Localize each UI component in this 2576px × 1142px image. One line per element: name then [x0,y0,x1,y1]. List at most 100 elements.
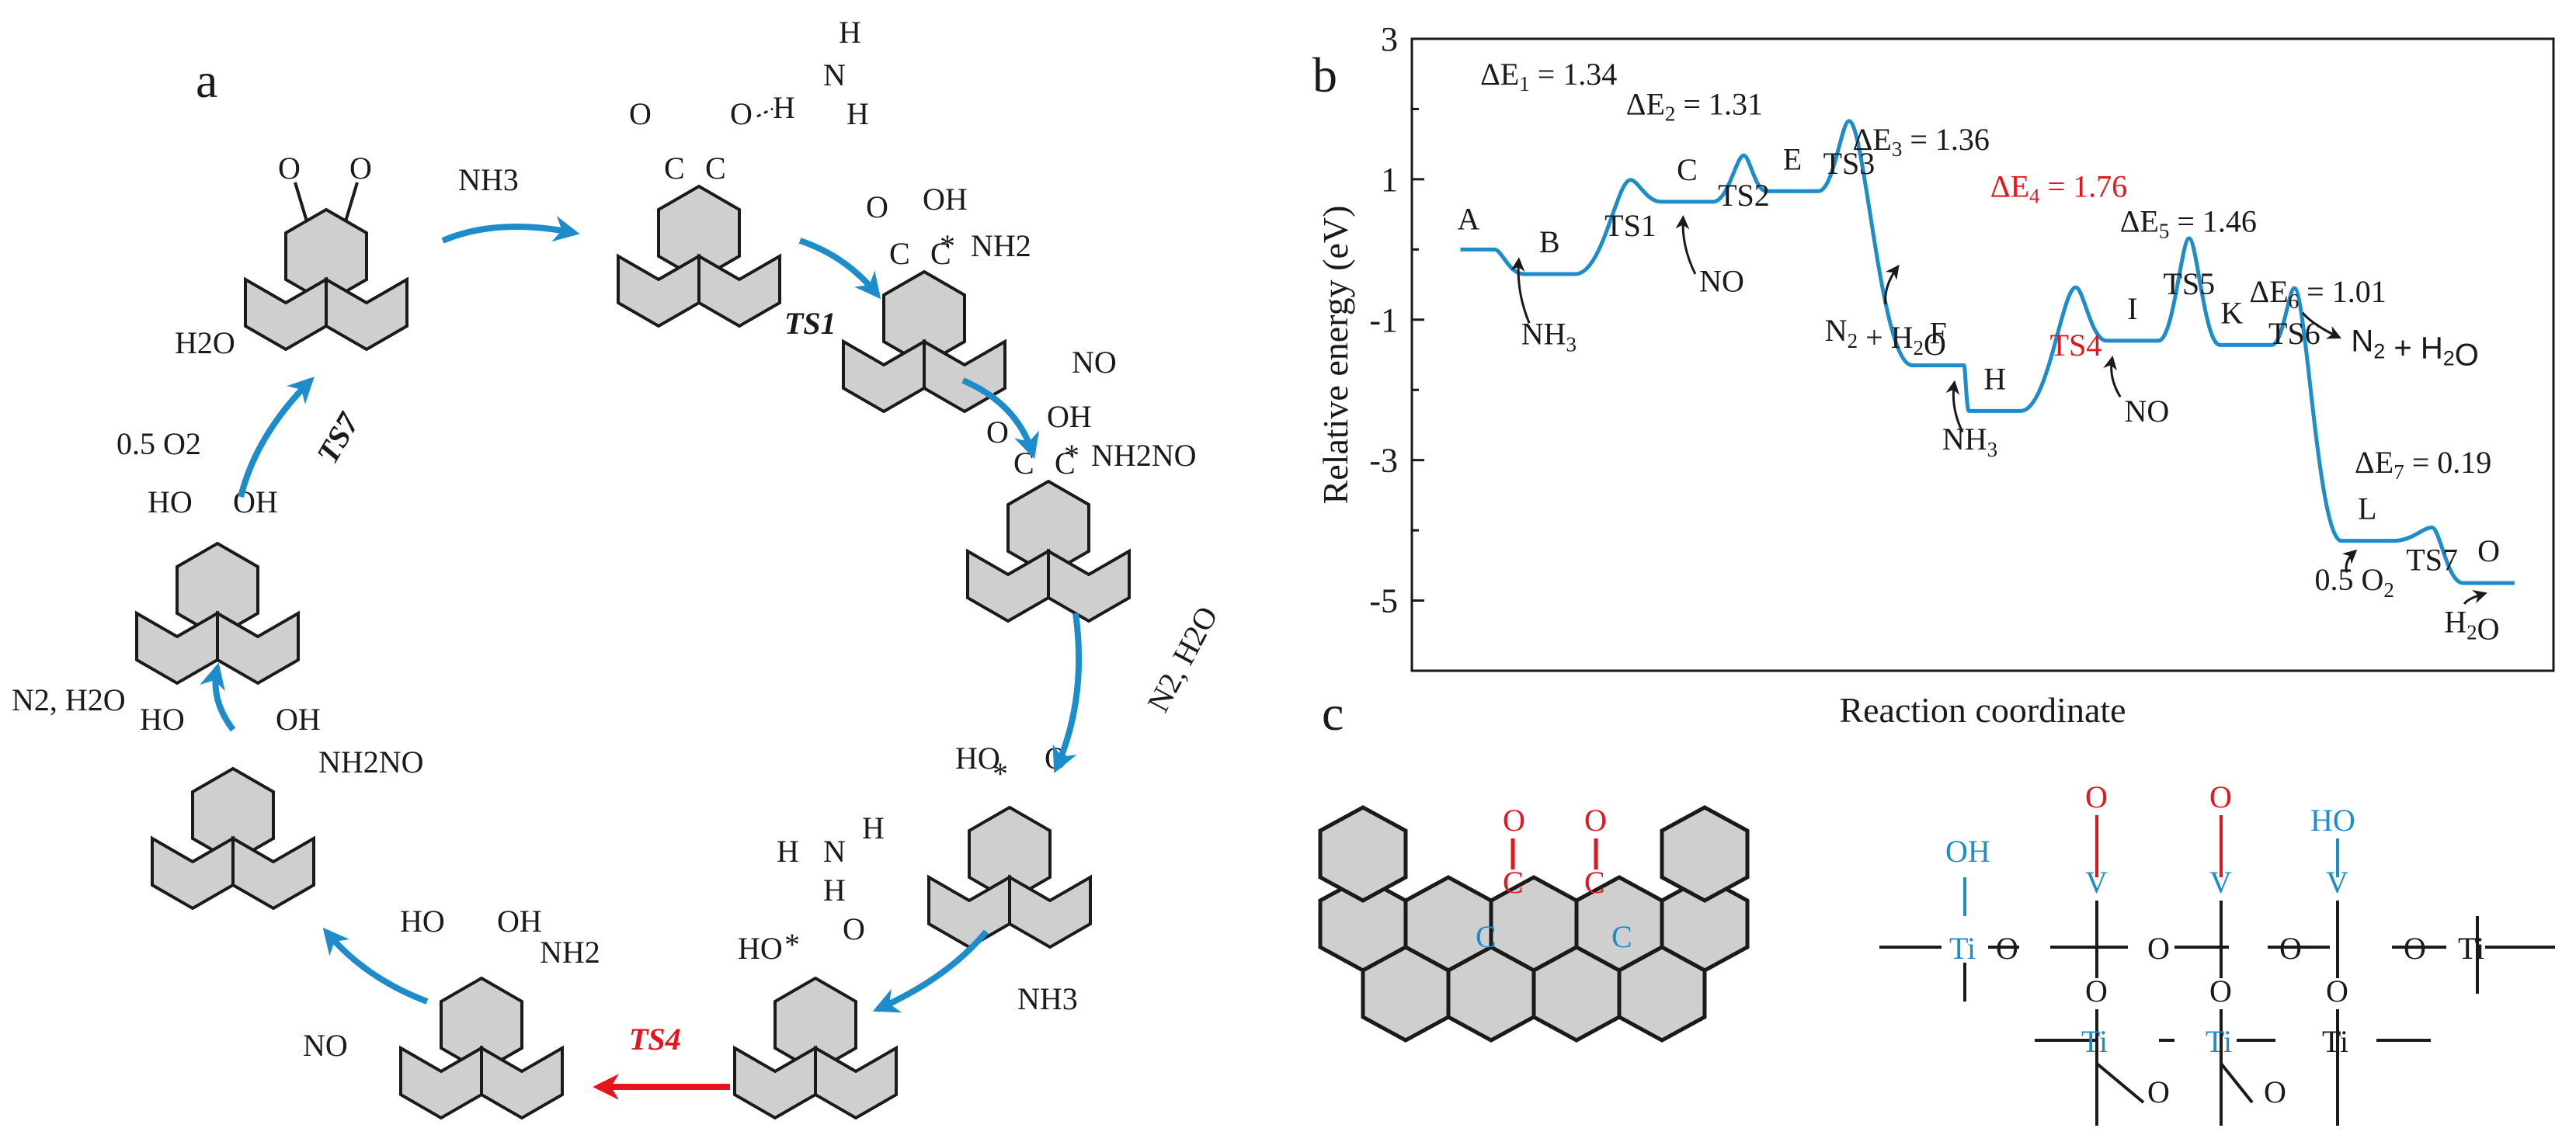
state-label: K [2220,295,2243,330]
atom-c-1: C [889,236,910,271]
barrier-annotation: ΔE7 = 0.19 [2355,445,2491,484]
label-n2h2o-left: N2, H2O [12,682,126,717]
species-label: N2 + H2O [1825,313,1946,362]
atom-o-5: O [2085,974,2108,1008]
label-o2: 0.5 O2 [116,426,201,461]
label-n2h2o-right: N2, H2O [1140,601,1225,718]
atom-o-1: O [278,151,301,186]
arrow-no-in-2 [322,927,429,1005]
species-label: H2O [2444,604,2499,646]
atom-ho: HO [738,931,783,966]
species-arrow [2463,589,2487,605]
atom-c-red-2: C [1584,865,1605,900]
y-axis-title: Relative energy (eV) [1316,206,1355,505]
atom-c-2: C [1055,446,1076,481]
atom-h: H [773,90,795,125]
state-label: B [1539,224,1560,259]
label-no-bottom: NO [303,1028,348,1063]
atom-ho: HO [140,702,185,737]
atom-o: O [986,415,1009,450]
barrier-annotation: ΔE6 = 1.01 [2250,274,2387,313]
plot-frame [1410,37,2555,672]
molecule-diol: HO OH [135,484,300,686]
species-label: NH3 [1942,422,1997,461]
label-h2o: H2O [175,325,235,360]
arrow-nh3-in-2 [872,929,989,1013]
atom-h-top: H [839,15,861,50]
y-tick-label: -3 [1369,442,1398,480]
atom-h: H [823,873,846,908]
atom-ho: HO [148,484,193,519]
label-no-right: NO [1072,345,1117,380]
barrier-annotation: ΔE3 = 1.36 [1853,122,1990,161]
arrow-n2h2o-out [1052,613,1083,774]
catalytic-cycle: O O C C O O H N H H C C O OH * NH2 [12,15,1225,1120]
atom-h-2: H [777,834,799,869]
atom-o-7: O [2326,974,2348,1008]
species-arrow [1510,257,1531,324]
atom-v-1: V [2085,865,2108,900]
label-ts4: TS4 [629,1022,681,1057]
molecule-nh2no: C C O OH * NH2NO [966,399,1197,623]
atom-o-red-1: O [1503,803,1525,838]
species-arrow [2301,311,2341,339]
species-label: NO [2124,394,2169,429]
species-arrow [1884,265,1900,305]
atom-c-1: C [664,151,685,186]
state-label: F [1930,316,1947,351]
barrier-annotation: ΔE4 = 1.76 [1990,169,2127,208]
molecule-ts4-product: HO OH NH2 [399,904,600,1120]
y-tick-label: 1 [1381,161,1398,199]
atom-ti-3: Ti [2322,1024,2348,1059]
atom-o-red-v2: O [2209,779,2232,814]
atom-oh: OH [1047,399,1092,434]
y-tick-label: 3 [1381,20,1398,58]
molecule-after-n2: HO O * [927,741,1092,949]
panel-label-a: a [196,53,217,108]
label-nh3-bottom: NH3 [1017,981,1078,1016]
atom-o: O [866,189,888,224]
atom-h-right: H [846,96,869,131]
state-label: TS4 [2050,328,2102,363]
state-label: L [2358,491,2376,526]
y-axis: 31-1-3-5 [1369,20,1424,620]
atom-v-2: V [2209,865,2232,900]
atom-oh-blue: OH [1945,834,1990,869]
species-arrow [1675,215,1697,275]
atom-n: N [823,57,846,92]
atom-o-red-v1: O [2085,779,2108,814]
nh2-group: NH2 [971,228,1031,263]
arrow-nh3-in [441,216,580,244]
atom-oh: OH [276,702,321,737]
species-label: NO [1699,264,1744,299]
y-tick-label: -1 [1369,301,1398,339]
star: * [993,756,1008,791]
state-label: TS3 [1823,146,1876,181]
arrow-o2-in [238,377,315,498]
vanadia-titania-structure [1879,815,2555,1126]
barrier-annotation: ΔE2 = 1.31 [1626,87,1763,126]
state-label: I [2127,291,2137,326]
nh2-group: NH2 [540,935,600,970]
species-arrow [2103,355,2122,398]
atom-n: N [823,834,846,869]
star: * [784,927,800,962]
atom-ti-blue-top: Ti [1949,931,1976,966]
species-label: 0.5 O2 [2314,562,2393,602]
active-site-structures: C C O O C C [1318,779,2555,1126]
atom-h-3: H [862,811,885,845]
arrow-to-ts1 [798,238,881,300]
atom-o-6: O [2209,974,2232,1008]
atom-o-red-2: O [1584,803,1607,838]
atom-o-3: O [2279,931,2302,966]
energy-curve [1460,119,2515,585]
atom-ho: HO [955,741,1000,776]
state-label: A [1458,201,1480,236]
atom-o-8: O [2147,1074,2170,1109]
atom-o: O [843,911,865,946]
molecule-nh3-adsorbed-2: HO O * H H N H [733,811,898,1120]
label-ts7: TS7 [310,406,367,470]
